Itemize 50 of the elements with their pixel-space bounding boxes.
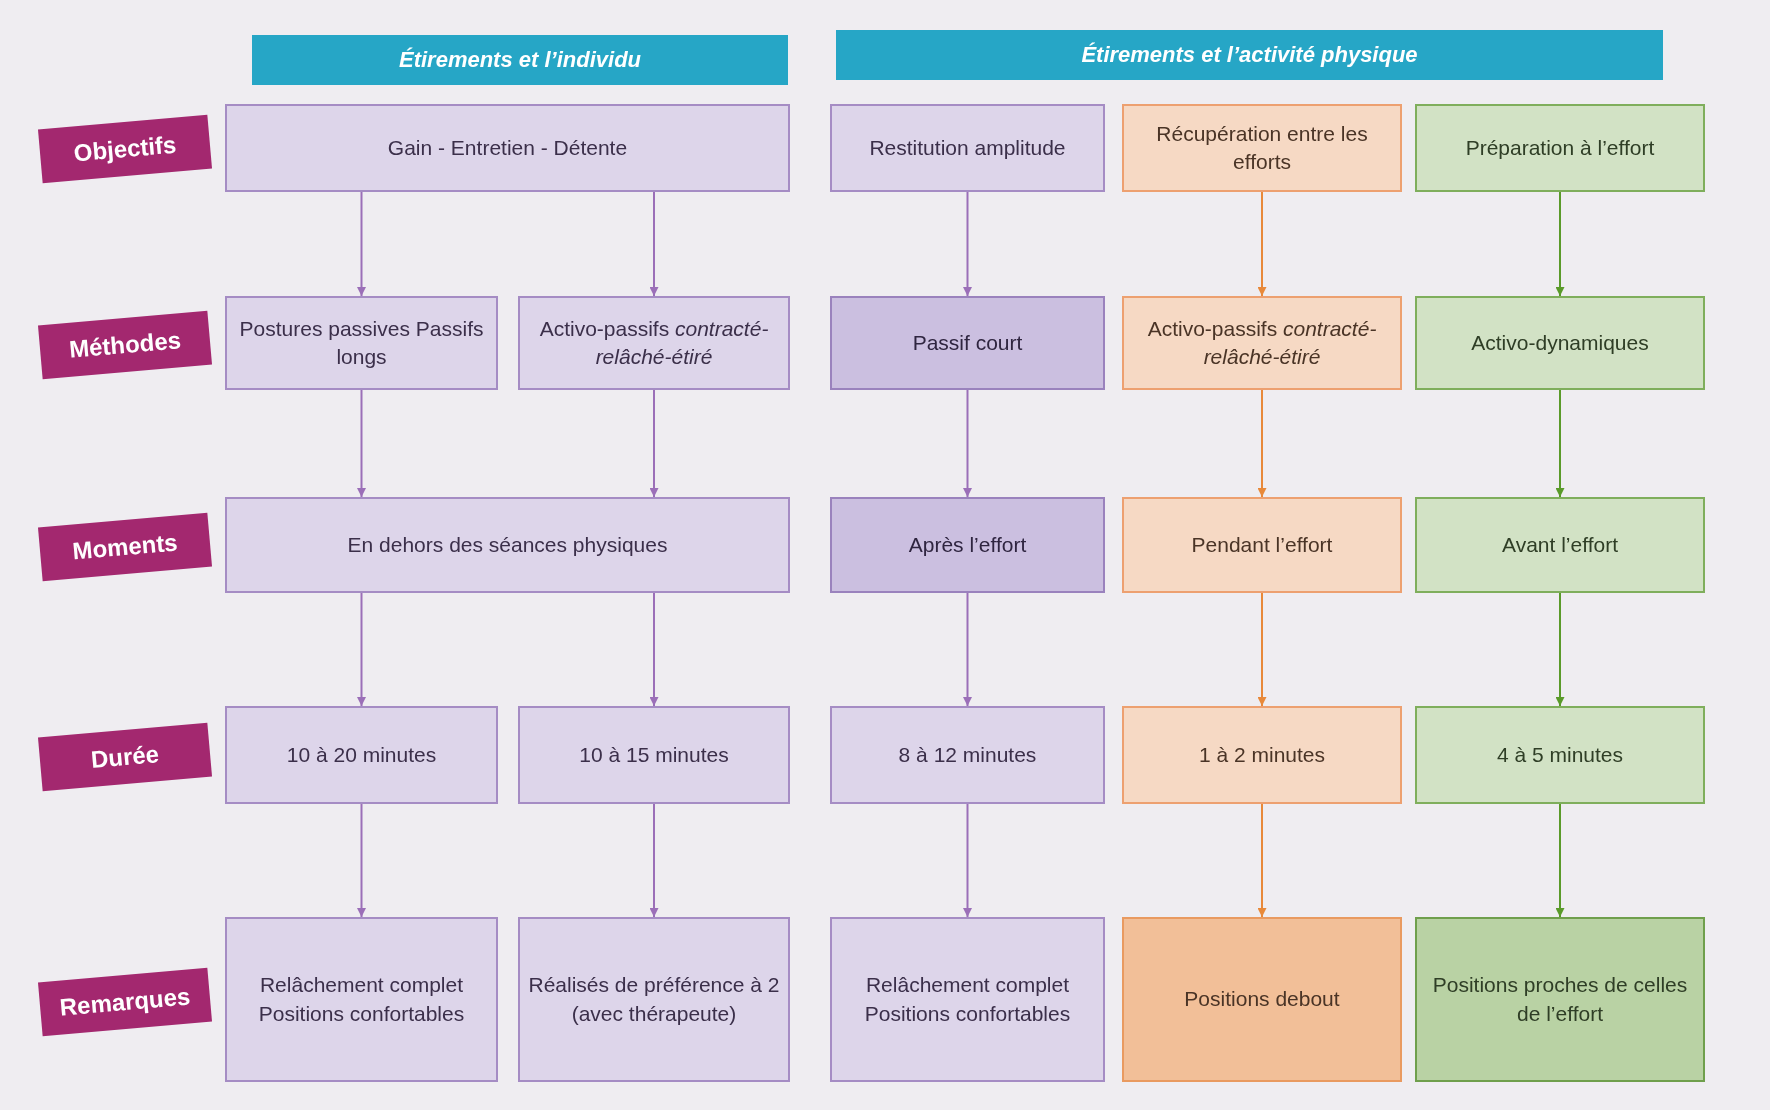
header-band: Étirements et l’individu <box>252 35 788 85</box>
step-box: Postures passives Passifs longs <box>225 296 498 390</box>
step-box: Activo-passifs contracté-relâché-étiré <box>518 296 790 390</box>
step-box: Pendant l’effort <box>1122 497 1402 593</box>
arrow <box>1257 803 1267 918</box>
arrow <box>649 592 659 707</box>
step-box: 1 à 2 minutes <box>1122 706 1402 804</box>
header-band: Étirements et l’activité physique <box>836 30 1663 80</box>
arrow <box>1555 191 1565 297</box>
step-box: Activo-passifs contracté-relâché-étiré <box>1122 296 1402 390</box>
step-box: Restitution amplitude <box>830 104 1105 192</box>
arrow <box>649 191 659 297</box>
step-box: Passif court <box>830 296 1105 390</box>
step-box: Réalisés de préférence à 2 (avec thérapeute) <box>518 917 790 1082</box>
step-box: Positions proches de celles de l’effort <box>1415 917 1705 1082</box>
row-label-tab: Remarques <box>37 967 213 1037</box>
arrow <box>963 191 972 297</box>
step-box: 10 à 20 minutes <box>225 706 498 804</box>
step-box: Relâchement complet Positions confortables <box>225 917 498 1082</box>
arrow <box>357 803 366 918</box>
step-box: Après l’effort <box>830 497 1105 593</box>
arrow <box>1257 592 1267 707</box>
step-box: Activo-dynamiques <box>1415 296 1705 390</box>
arrow <box>357 389 366 498</box>
arrow <box>963 803 972 918</box>
step-box: Relâchement complet Positions confortables <box>830 917 1105 1082</box>
step-box: Positions debout <box>1122 917 1402 1082</box>
arrow <box>1555 389 1565 498</box>
arrow <box>963 592 972 707</box>
row-label-tab: Moments <box>37 512 213 582</box>
step-box: En dehors des séances physiques <box>225 497 790 593</box>
arrow <box>649 803 659 918</box>
arrow <box>963 389 972 498</box>
arrow <box>1555 803 1565 918</box>
row-label-tab: Durée <box>37 722 213 792</box>
step-box: 8 à 12 minutes <box>830 706 1105 804</box>
row-label-tab: Objectifs <box>37 114 213 184</box>
step-box: 10 à 15 minutes <box>518 706 790 804</box>
row-label-tab: Méthodes <box>37 310 213 380</box>
arrow <box>357 191 366 297</box>
step-box: Avant l’effort <box>1415 497 1705 593</box>
step-box: 4 à 5 minutes <box>1415 706 1705 804</box>
step-box: Préparation à l’effort <box>1415 104 1705 192</box>
arrow <box>1555 592 1565 707</box>
arrow <box>649 389 659 498</box>
step-box: Gain - Entretien - Détente <box>225 104 790 192</box>
arrow <box>1257 389 1267 498</box>
arrow <box>357 592 366 707</box>
arrow <box>1257 191 1267 297</box>
step-box: Récupération entre les efforts <box>1122 104 1402 192</box>
